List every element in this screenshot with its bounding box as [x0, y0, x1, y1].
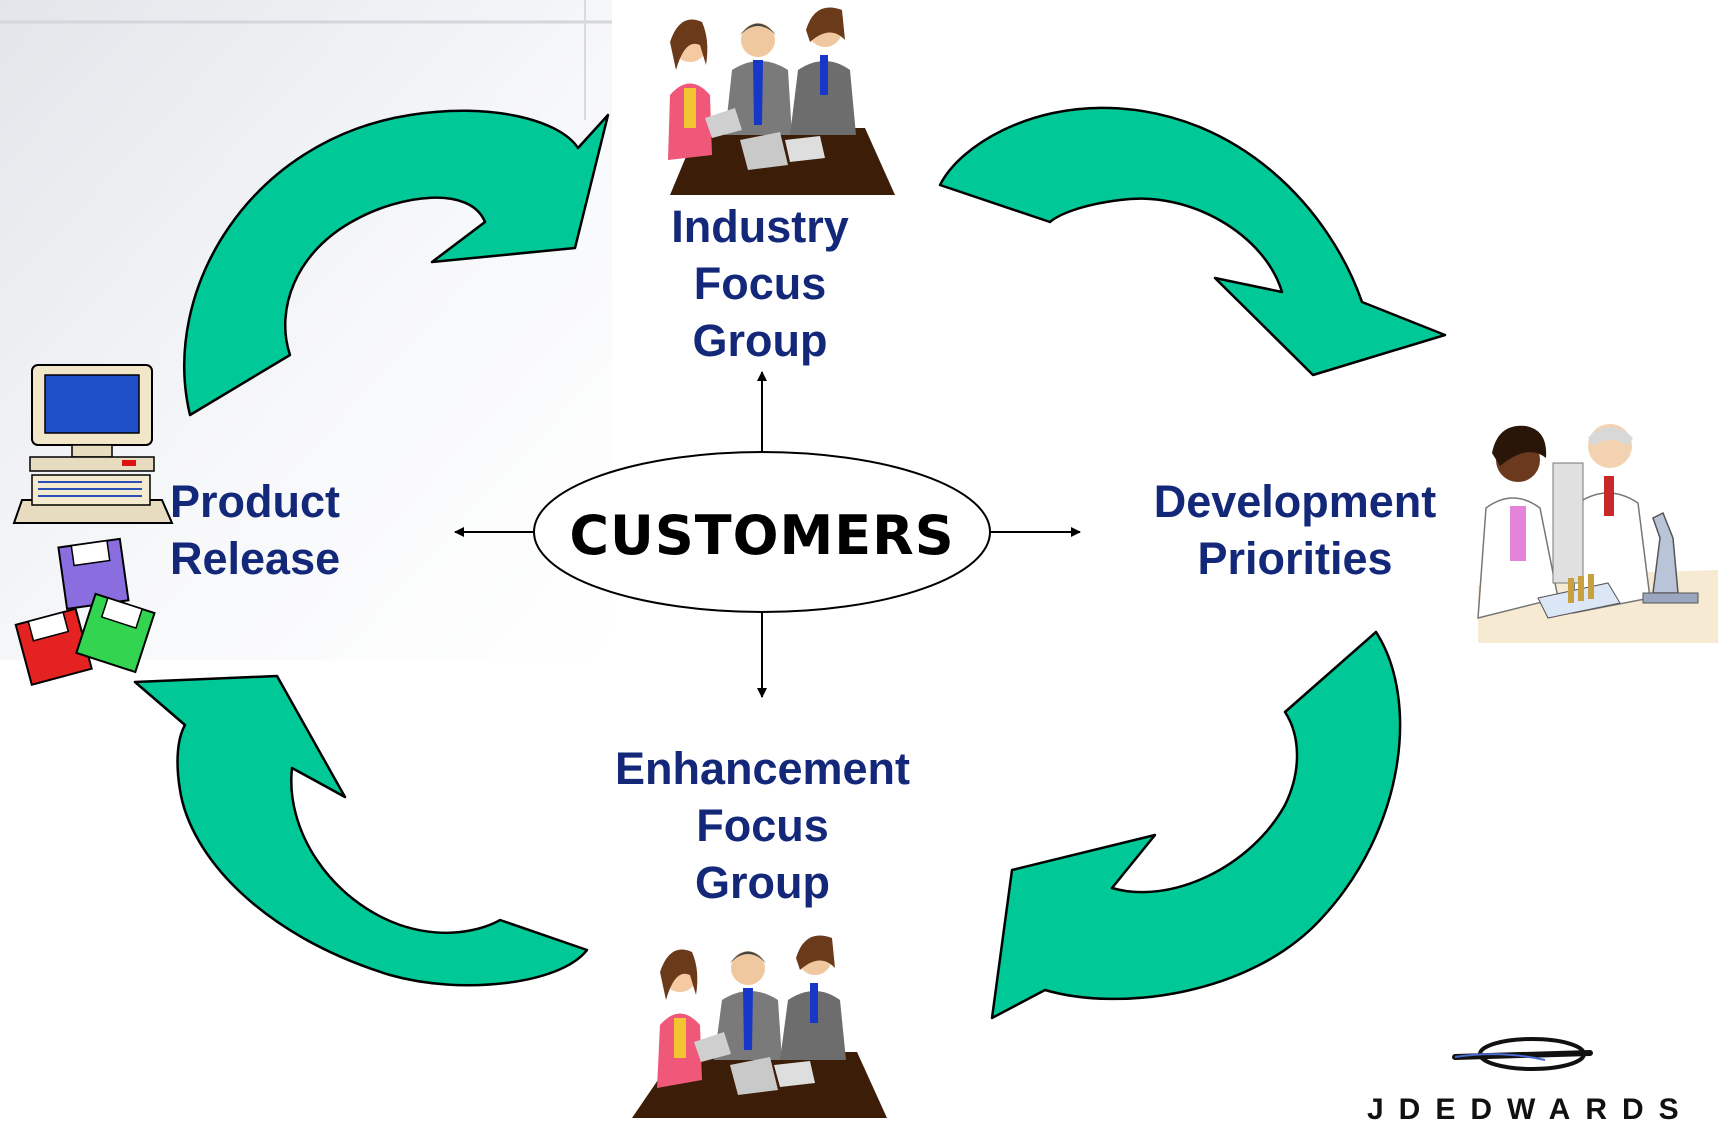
meeting-people-icon-bottom [632, 935, 887, 1118]
enhancement-focus-group-label: Enhancement Focus Group [600, 740, 925, 911]
jdedwards-logo [1452, 1037, 1593, 1071]
floppy-disks-icon [14, 537, 156, 686]
industry-focus-group-label: Industry Focus Group [640, 198, 880, 369]
product-release-label: Product Release [170, 473, 385, 587]
industry-focus-group-line-1: Industry [671, 201, 849, 252]
development-priorities-line-1: Development [1153, 476, 1437, 527]
cycle-arrow-bottom-right [990, 630, 1402, 1020]
enhancement-focus-group-line-2: Focus [696, 800, 829, 851]
computer-icon [12, 364, 174, 524]
cycle-arrow-bottom-left [133, 674, 589, 987]
product-release-line-2: Release [170, 533, 341, 584]
cycle-arrow-top-right [938, 106, 1447, 377]
enhancement-focus-group-line-1: Enhancement [614, 743, 911, 794]
cycle-arrow-top-left [183, 109, 610, 417]
product-release-line-1: Product [170, 476, 341, 527]
enhancement-focus-group-line-3: Group [695, 857, 830, 908]
meeting-people-icon [668, 7, 895, 195]
development-priorities-line-2: Priorities [1197, 533, 1393, 584]
development-priorities-label: Development Priorities [1135, 473, 1455, 587]
industry-focus-group-line-3: Group [692, 315, 828, 366]
scientists-lab-icon [1477, 424, 1718, 643]
customers-label: CUSTOMERS [569, 503, 955, 567]
jdedwards-logo-text: JDEDWARDS [1367, 1093, 1694, 1126]
industry-focus-group-line-2: Focus [693, 258, 827, 309]
